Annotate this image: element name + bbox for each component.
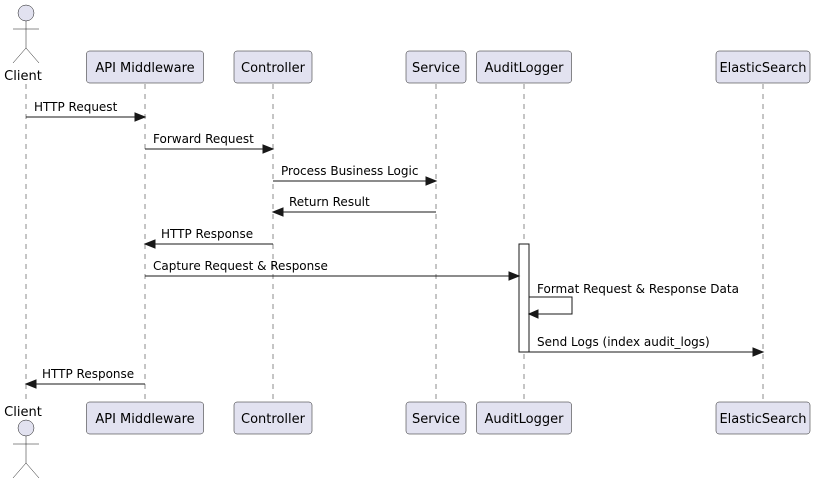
- lifelines-layer: [25, 84, 764, 402]
- participant-service-top[interactable]: Service: [405, 50, 467, 84]
- participant-box: [86, 401, 204, 435]
- participant-label: Controller: [241, 61, 306, 76]
- actor-left-leg: [12, 47, 27, 64]
- actor-head: [17, 419, 35, 437]
- participant-service-bottom[interactable]: Service: [405, 401, 467, 435]
- message-label: HTTP Request: [34, 100, 118, 114]
- actor-client-top[interactable]: Client: [4, 4, 42, 84]
- participant-label: Service: [412, 61, 460, 76]
- arrow-head: [262, 144, 275, 154]
- message-4: Return Result: [271, 195, 436, 217]
- participant-box: [476, 50, 572, 84]
- participant-label: Service: [412, 412, 460, 427]
- arrow-head: [143, 239, 156, 249]
- message-7: Format Request & Response Data: [527, 282, 739, 319]
- message-label: Forward Request: [153, 132, 254, 146]
- arrow-head: [134, 112, 147, 122]
- message-label: HTTP Response: [161, 227, 253, 241]
- arrow-head: [752, 347, 765, 357]
- participant-box: [405, 401, 467, 435]
- message-6: Capture Request & Response: [145, 259, 521, 281]
- participant-label: Client: [4, 69, 42, 84]
- message-label: Process Business Logic: [281, 164, 418, 178]
- arrow-head: [425, 176, 438, 186]
- message-label: Format Request & Response Data: [537, 282, 739, 296]
- participant-label: Client: [4, 405, 42, 420]
- activations-layer: [518, 243, 530, 353]
- message-8: Send Logs (index audit_logs): [529, 335, 765, 357]
- actor-right-leg: [25, 47, 40, 64]
- participant-box: [476, 401, 572, 435]
- participant-box: [86, 50, 204, 84]
- message-3: Process Business Logic: [273, 164, 438, 186]
- message-2: Forward Request: [145, 132, 275, 154]
- participant-label: AuditLogger: [485, 61, 565, 76]
- participant-auditlogger-top[interactable]: AuditLogger: [476, 50, 572, 84]
- message-9: HTTP Response: [24, 367, 145, 389]
- arrow-head: [527, 309, 539, 319]
- participant-label: API Middleware: [95, 61, 194, 76]
- participant-elasticsearch-top[interactable]: ElasticSearch: [715, 50, 811, 84]
- participant-controller-bottom[interactable]: Controller: [233, 401, 313, 435]
- message-line: [529, 296, 573, 315]
- participant-label: AuditLogger: [485, 412, 565, 427]
- activation-auditlogger: [518, 243, 530, 353]
- message-label: Send Logs (index audit_logs): [537, 335, 710, 349]
- actor-right-leg: [25, 462, 40, 479]
- arrow-head: [271, 207, 284, 217]
- actor-client-bottom[interactable]: Client: [4, 405, 42, 479]
- participant-box: [715, 50, 811, 84]
- message-label: HTTP Response: [42, 367, 134, 381]
- participant-controller-top[interactable]: Controller: [233, 50, 313, 84]
- participant-box: [405, 50, 467, 84]
- participant-box: [233, 401, 313, 435]
- participant-api-middleware-top[interactable]: API Middleware: [86, 50, 204, 84]
- arrow-head: [508, 271, 521, 281]
- participant-box: [715, 401, 811, 435]
- message-5: HTTP Response: [143, 227, 273, 249]
- arrow-head: [24, 379, 37, 389]
- participant-label: ElasticSearch: [719, 412, 806, 427]
- participant-label: API Middleware: [95, 412, 194, 427]
- participant-elasticsearch-bottom[interactable]: ElasticSearch: [715, 401, 811, 435]
- participant-label: Controller: [241, 412, 306, 427]
- participant-api-middleware-bottom[interactable]: API Middleware: [86, 401, 204, 435]
- actor-left-leg: [12, 462, 27, 479]
- participant-label: ElasticSearch: [719, 61, 806, 76]
- participant-box: [233, 50, 313, 84]
- actor-head: [17, 4, 35, 22]
- message-label: Capture Request & Response: [153, 259, 328, 273]
- participant-auditlogger-bottom[interactable]: AuditLogger: [476, 401, 572, 435]
- message-1: HTTP Request: [26, 100, 147, 122]
- message-label: Return Result: [289, 195, 370, 209]
